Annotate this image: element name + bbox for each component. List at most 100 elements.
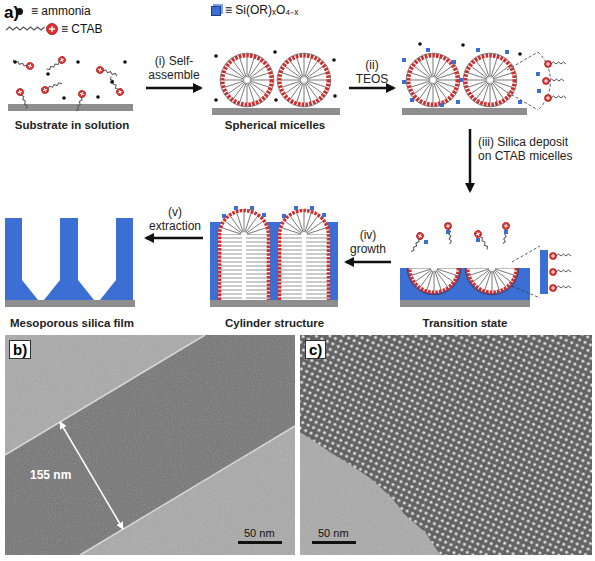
silica-species xyxy=(222,214,226,218)
film-strip xyxy=(5,335,295,555)
zoom-line xyxy=(507,52,538,110)
silica-species xyxy=(282,214,286,218)
step-label: (ii) TEOS xyxy=(350,58,394,86)
ctab-molecule xyxy=(550,285,572,292)
ctab-molecule xyxy=(543,78,565,85)
silica-species xyxy=(310,206,314,210)
mesoporous-film-art xyxy=(5,218,135,307)
ctab-molecule xyxy=(444,222,453,244)
silica-swatch xyxy=(211,6,221,16)
tem-noise xyxy=(5,335,295,555)
step-label: (i) Self-assemble xyxy=(134,54,214,82)
ctab-molecule xyxy=(45,55,67,72)
stage-box: Mesoporous silica film xyxy=(2,205,142,330)
process-arrow xyxy=(146,87,201,90)
silica-species xyxy=(476,238,480,242)
stage-box: Substrate in solution xyxy=(2,52,142,132)
ammonia-dot xyxy=(333,94,337,98)
silica-species xyxy=(456,100,460,104)
substrate xyxy=(400,300,530,307)
mesoporous-region xyxy=(300,335,592,555)
dimension-label: 155 nm xyxy=(30,468,71,482)
ammonia-dot xyxy=(273,50,277,54)
micelle-cap xyxy=(219,210,269,235)
micelle xyxy=(463,53,517,107)
ctab-charge xyxy=(49,26,55,32)
ammonia-dot xyxy=(461,43,465,47)
legend-text: ≡ CTAB xyxy=(61,22,102,36)
stage-caption: Transition state xyxy=(423,316,508,330)
stage-caption: Substrate in solution xyxy=(15,118,129,132)
silica-species xyxy=(294,206,298,210)
ctab-molecule xyxy=(16,88,30,111)
ammonia-dot xyxy=(214,98,218,102)
substrate xyxy=(210,300,338,307)
process-arrow xyxy=(469,129,472,191)
zoom-line xyxy=(512,246,540,298)
tem-background xyxy=(300,335,592,555)
ammonia-dot xyxy=(46,72,50,76)
silica-species xyxy=(234,206,238,210)
ctab-molecule xyxy=(473,229,490,251)
micelle xyxy=(220,53,274,107)
micelle-wall xyxy=(280,211,329,301)
ammonia-dot xyxy=(123,60,127,64)
ctab-molecule xyxy=(41,81,64,95)
silica-species xyxy=(452,60,456,64)
stage-caption: Mesoporous silica film xyxy=(10,316,134,330)
ctab-legend-sample xyxy=(6,24,58,35)
ctab-molecule xyxy=(550,269,572,276)
ammonia-dot xyxy=(518,52,522,56)
transition-state-art xyxy=(400,222,571,307)
ammonia-swatch xyxy=(16,8,23,15)
stage-box: Spherical micelles xyxy=(205,50,345,132)
tem-image-c xyxy=(300,335,592,555)
process-arrow xyxy=(146,237,203,240)
silica-walls xyxy=(5,218,133,300)
teos-stage-art xyxy=(402,42,566,115)
ctab-molecule xyxy=(73,90,87,113)
strip-edge xyxy=(5,335,295,555)
stage-box: Cylinder structure xyxy=(207,195,342,330)
ctab-tail xyxy=(6,27,45,30)
stage-box xyxy=(398,50,528,120)
micelle xyxy=(406,53,460,107)
panel-label: b) xyxy=(9,340,31,359)
substrate xyxy=(212,108,340,115)
spherical-micelles-art xyxy=(212,50,340,115)
ammonia-dot xyxy=(62,96,66,100)
substrate-in-solution-art xyxy=(8,55,133,112)
micelle-wall xyxy=(220,211,269,301)
ctab-molecule xyxy=(96,66,119,80)
silica-species xyxy=(536,72,540,76)
process-arrow xyxy=(346,261,391,264)
half-micelle xyxy=(407,241,461,295)
silica-species xyxy=(504,230,508,234)
stage-caption: Cylinder structure xyxy=(225,316,324,330)
tem-noise xyxy=(300,335,592,555)
ctab-molecule xyxy=(408,231,425,253)
legend-text: ≡ ammonia xyxy=(31,4,91,18)
micelle xyxy=(277,53,331,107)
silica-species xyxy=(459,78,463,82)
ctab-molecule xyxy=(12,57,35,71)
ammonia-dot xyxy=(76,60,80,64)
ctab-head xyxy=(47,24,58,35)
scale-label: 50 nm xyxy=(318,527,349,540)
silica-species xyxy=(402,58,406,62)
tem-background xyxy=(5,335,295,555)
ammonia-dot xyxy=(96,95,100,99)
silica-species xyxy=(440,103,444,107)
micelle-core xyxy=(244,236,304,300)
substrate xyxy=(5,300,135,307)
tem-image-b xyxy=(5,335,295,555)
half-micelle xyxy=(465,241,519,295)
step-label: (v) extraction xyxy=(145,205,205,233)
silica-species xyxy=(250,206,254,210)
silica-species xyxy=(446,230,450,234)
ammonia-dot xyxy=(110,80,114,84)
silica-species xyxy=(537,89,541,93)
step-label: (iv) growth xyxy=(343,228,393,256)
